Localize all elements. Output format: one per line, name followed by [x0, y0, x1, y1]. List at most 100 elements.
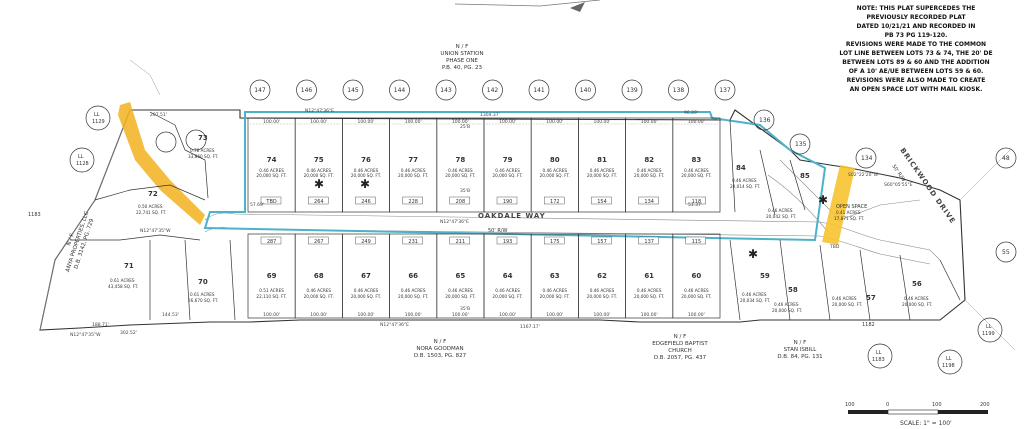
lot-78-address-box — [449, 196, 470, 205]
lot-74-acres: 0.46 ACRES — [259, 168, 284, 173]
lot-1129-label: 1129 — [92, 119, 105, 125]
west-lot-lines — [70, 111, 236, 321]
lot-60-acres: 0.46 ACRES — [684, 288, 709, 293]
lot-56-acres: 0.46 ACRES — [904, 296, 929, 301]
lot-71-number: 71 — [124, 262, 134, 270]
lot-75-address-box — [308, 196, 329, 205]
svg-text:REVISIONS WERE ALSO MADE TO CR: REVISIONS WERE ALSO MADE TO CREATE — [847, 77, 986, 84]
adjacent-lot-137-circle — [714, 79, 736, 101]
svg-text:D.B. 84, PG. 131: D.B. 84, PG. 131 — [777, 354, 822, 360]
lot-63-acres: 0.46 ACRES — [543, 288, 568, 293]
circle-48-label: 48 — [1002, 155, 1010, 162]
lot-79-address-box — [496, 196, 518, 205]
lot-77-sqft: 20,000 SQ. FT. — [398, 173, 428, 178]
lot-67-acres: 0.46 ACRES — [354, 288, 379, 293]
lot-61-rear: 100.00' — [641, 312, 658, 318]
lot-69-acres: 0.51 ACRES — [259, 288, 284, 293]
brg-ne1: S60°05'55"E — [884, 182, 913, 188]
dim-25b: 25'B — [460, 124, 470, 130]
lot-69-number: 69 — [267, 272, 277, 280]
lot-70-sqft: 26,670 SQ. FT. — [188, 298, 218, 303]
adjacent-lot-143-circle — [435, 79, 457, 101]
lot-66-rear: 100.00' — [405, 312, 422, 318]
adjacent-lot-139-circle — [621, 79, 643, 101]
ll-label: LL — [78, 154, 84, 160]
star-markers: ✱ ✱ ✱ ✱ — [314, 177, 828, 261]
adjacent-lot-139-label: 139 — [626, 87, 638, 94]
north-arrow-fragment — [454, 0, 601, 12]
lot-80-number: 80 — [550, 156, 560, 164]
lot-1198-label: 1198 — [942, 363, 955, 369]
lot-81-address-box — [591, 196, 612, 205]
lot-69-sqft: 22,110 SQ. FT. — [256, 294, 286, 299]
lot-83-acres: 0.46 ACRES — [684, 168, 709, 173]
ll-label: LL — [876, 350, 882, 356]
lot-82-number: 82 — [644, 156, 654, 164]
lot-82-acres: 0.46 ACRES — [637, 168, 662, 173]
lot-74-number: 74 — [267, 156, 277, 164]
lot-80-frontage: 100.00' — [546, 119, 563, 125]
lot-59-number: 59 — [760, 272, 770, 280]
adjacent-lot-144-label: 144 — [394, 87, 406, 94]
lot-63-address: 175 — [550, 239, 560, 245]
lot-81-acres: 0.46 ACRES — [590, 168, 615, 173]
lot-77-number: 77 — [408, 156, 418, 164]
lot-83-address-box — [685, 196, 706, 205]
svg-text:N / F: N / F — [456, 44, 469, 50]
lot-84-acres: 0.46 ACRES — [732, 178, 757, 183]
north-bearing: N12°47'36"E — [305, 108, 334, 114]
adjacent-lot-140-label: 140 — [580, 87, 592, 94]
svg-text:PREVIOUSLY RECORDED PLAT: PREVIOUSLY RECORDED PLAT — [866, 14, 966, 21]
lot-74-sqft: 20,000 SQ. FT. — [256, 173, 286, 178]
svg-text:LOT LINE BETWEEN LOTS 73 & 74,: LOT LINE BETWEEN LOTS 73 & 74, THE 20' D… — [839, 50, 992, 57]
adjacent-lot-141-circle — [528, 79, 550, 101]
lot-63-rear: 100.00' — [546, 312, 563, 318]
lot-60-rear: 100.00' — [688, 312, 705, 318]
lot-63-address-box — [544, 236, 565, 245]
svg-text:0: 0 — [886, 402, 889, 408]
svg-text:NOTE: THIS PLAT SUPERCEDES THE: NOTE: THIS PLAT SUPERCEDES THE — [857, 5, 976, 12]
lot-61-sqft: 20,000 SQ. FT. — [634, 294, 664, 299]
lot-58-number: 58 — [788, 286, 798, 294]
svg-text:100: 100 — [845, 402, 855, 408]
adjoiner-union-station: N / F UNION STATION PHASE ONE P.B. 40, P… — [440, 44, 483, 71]
highlight-marks — [118, 102, 855, 245]
lot-60-number: 60 — [692, 272, 702, 280]
lot-66-number: 66 — [408, 272, 418, 280]
lot-83-number: 83 — [692, 156, 702, 164]
lot-65-sqft: 20,000 SQ. FT. — [445, 294, 475, 299]
lot-79-number: 79 — [503, 156, 513, 164]
lot-76-address: 246 — [361, 199, 371, 205]
misc-circle-labels: LL 1129 LL 1128 136 135 134 48 55 LL 119… — [76, 112, 1010, 369]
lot-84-sqft: 20,014 SQ. FT. — [730, 184, 760, 189]
lot-57-acres: 0.46 ACRES — [832, 296, 857, 301]
lot-64-rear: 100.00' — [499, 312, 516, 318]
east-lot-lines — [729, 119, 961, 321]
svg-text:STAN ISBILL: STAN ISBILL — [784, 347, 818, 353]
other-lot-labels: 73 0.78 ACRES 33,860 SQ. FT. 72 0.50 ACR… — [28, 134, 932, 328]
lot-60-outline — [672, 233, 721, 319]
scale-bar: 100 0 100 200 SCALE: 1" = 100' — [845, 402, 990, 427]
lot-69-rear: 100.00' — [263, 312, 280, 318]
svg-text:EDGEFIELD BAPTIST: EDGEFIELD BAPTIST — [652, 341, 708, 347]
lot-61-address-box — [638, 236, 659, 245]
lot-80-sqft: 20,000 SQ. FT. — [540, 173, 570, 178]
lot-62-rear: 100.00' — [594, 312, 611, 318]
lot-67-number: 67 — [361, 272, 371, 280]
lot-77-frontage: 100.00' — [405, 119, 422, 125]
lot-78-address: 208 — [456, 199, 466, 205]
lot-62-sqft: 20,000 SQ. FT. — [587, 294, 617, 299]
lot-66-address-box — [402, 236, 423, 245]
lot-62-address: 157 — [597, 239, 607, 245]
adjacent-lot-138-label: 138 — [673, 87, 685, 94]
lot-64-number: 64 — [503, 272, 513, 280]
adjacent-lot-140-circle — [575, 79, 596, 101]
lot-85-sqft: 20,042 SQ. FT. — [766, 214, 796, 219]
lot-60-address-box — [685, 236, 706, 245]
dim-51: 51.37' — [688, 202, 702, 208]
lot-72-acres: 0.50 ACRES — [138, 204, 163, 209]
lot-62-number: 62 — [597, 272, 607, 280]
lot-82-sqft: 20,000 SQ. FT. — [634, 173, 664, 178]
